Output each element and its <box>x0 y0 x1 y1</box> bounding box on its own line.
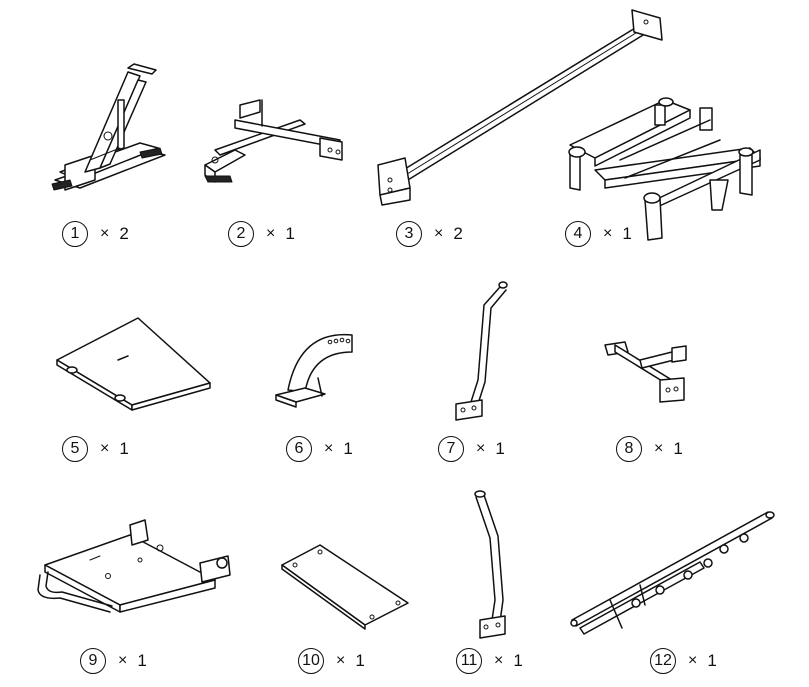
part-label-3: 3 × 2 <box>396 221 463 247</box>
part-qty-10: 1 <box>355 651 365 670</box>
times-sign: × <box>324 440 334 457</box>
part-12-drawing <box>570 511 775 635</box>
part-qty-7: 1 <box>495 439 505 458</box>
times-sign: × <box>688 652 698 669</box>
part-qty-9: 1 <box>137 651 147 670</box>
times-sign: × <box>266 225 276 242</box>
part-qty-4: 1 <box>622 224 632 243</box>
times-sign: × <box>118 652 128 669</box>
part-number-3: 3 <box>396 221 422 247</box>
part-number-1: 1 <box>62 221 88 247</box>
times-sign: × <box>336 652 346 669</box>
part-label-1: 1 × 2 <box>62 221 129 247</box>
part-label-7: 7 × 1 <box>438 436 505 462</box>
part-qty-2: 1 <box>285 224 295 243</box>
part-number-6: 6 <box>286 436 312 462</box>
part-label-12: 12 × 1 <box>650 648 717 674</box>
part-number-7: 7 <box>438 436 464 462</box>
times-sign: × <box>654 440 664 457</box>
times-sign: × <box>100 225 110 242</box>
part-number-10: 10 <box>298 648 324 674</box>
part-qty-11: 1 <box>513 651 523 670</box>
part-9-drawing <box>37 519 231 613</box>
part-11-drawing <box>474 490 506 639</box>
part-label-6: 6 × 1 <box>286 436 353 462</box>
times-sign: × <box>603 225 613 242</box>
part-qty-12: 1 <box>707 651 717 670</box>
part-qty-6: 1 <box>343 439 353 458</box>
part-qty-3: 2 <box>453 224 463 243</box>
part-number-4: 4 <box>565 221 591 247</box>
part-label-5: 5 × 1 <box>62 436 129 462</box>
part-1-drawing <box>51 63 166 191</box>
part-label-2: 2 × 1 <box>228 221 295 247</box>
part-number-9: 9 <box>80 648 106 674</box>
part-8-drawing <box>604 341 687 403</box>
part-number-11: 11 <box>456 648 482 674</box>
part-3-drawing <box>377 9 663 206</box>
part-qty-8: 1 <box>673 439 683 458</box>
times-sign: × <box>100 440 110 457</box>
part-number-2: 2 <box>228 221 254 247</box>
part-7-drawing <box>455 281 508 421</box>
part-label-9: 9 × 1 <box>80 648 147 674</box>
part-number-12: 12 <box>650 648 676 674</box>
part-qty-5: 1 <box>119 439 129 458</box>
part-number-5: 5 <box>62 436 88 462</box>
part-label-11: 11 × 1 <box>456 648 523 674</box>
part-2-drawing <box>204 99 343 183</box>
part-qty-1: 2 <box>119 224 129 243</box>
part-label-4: 4 × 1 <box>565 221 632 247</box>
part-4-drawing <box>568 97 761 241</box>
part-5-drawing <box>56 317 211 411</box>
times-sign: × <box>494 652 504 669</box>
part-10-drawing <box>281 544 409 630</box>
part-number-8: 8 <box>616 436 642 462</box>
part-label-10: 10 × 1 <box>298 648 365 674</box>
part-6-drawing <box>275 333 353 408</box>
times-sign: × <box>476 440 486 457</box>
part-label-8: 8 × 1 <box>616 436 683 462</box>
times-sign: × <box>434 225 444 242</box>
